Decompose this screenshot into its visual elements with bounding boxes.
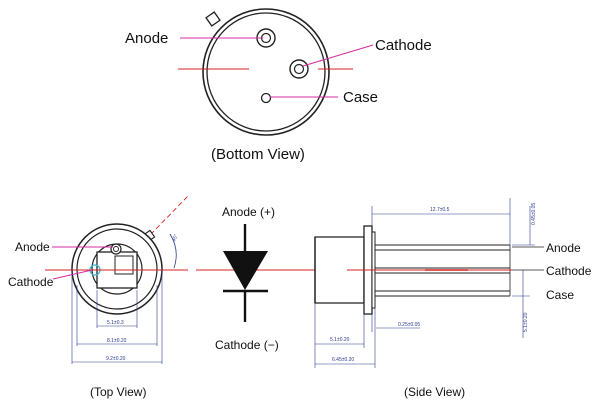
diode-symbol: Anode (+) Cathode (−) [196, 205, 320, 352]
side-lead-dia-dim: 0.45±0.05 [531, 203, 537, 225]
bottom-view-inner-ring [206, 12, 326, 132]
bottom-cathode-pin [289, 59, 309, 79]
top-view-inner-dim: 5.1±0.3 [107, 320, 124, 326]
symbol-cathode-label: Cathode (−) [215, 338, 279, 352]
side-anode-label: Anode [546, 241, 581, 255]
top-anode-label: Anode [15, 240, 50, 254]
top-cathode-label: Cathode [8, 275, 54, 289]
top-view-outer-dim: 9.2±0.20 [106, 356, 126, 362]
bottom-case-label: Case [343, 89, 378, 106]
top-view-inner-ring [76, 228, 158, 310]
top-cathode-leader [52, 269, 93, 280]
top-anode-bond-pad [110, 243, 122, 255]
side-cap-width-dim: 5.1±0.20 [330, 337, 350, 343]
photodiode-active-area [114, 255, 134, 275]
top-view: 45° Anode Cathode 5.1±0.3 8.1±0.20 9.2±0… [8, 195, 189, 399]
top-view-angle-dim: 45° [171, 234, 179, 243]
top-anode-bond-pad-core [113, 246, 119, 252]
bottom-view-tab [205, 11, 221, 27]
bottom-cathode-pin-core [293, 63, 305, 75]
symbol-triangle [223, 251, 268, 290]
bottom-anode-label: Anode [125, 30, 168, 47]
side-body-width-dim: 6.45±0.20 [332, 357, 354, 363]
bottom-view: Anode Cathode Case (Bottom View) [125, 8, 432, 163]
top-view-mid-dim: 8.1±0.20 [107, 338, 127, 344]
side-lead-length-dim: 12.7±0.5 [430, 207, 450, 213]
bottom-cathode-label: Cathode [375, 37, 432, 54]
bottom-view-outer-ring [202, 8, 330, 136]
symbol-anode-label: Anode (+) [222, 205, 275, 219]
top-view-angle-arc [169, 233, 177, 269]
side-pitch-dim: 5.1±0.20 [523, 312, 529, 332]
cathode-leader-line [302, 44, 374, 67]
bottom-case-pin [260, 92, 272, 104]
side-view-caption: (Side View) [404, 385, 465, 399]
side-view: Anode Cathode Case 12.7±0.5 0.45±0.05 5.… [314, 198, 592, 399]
side-flange-dim: 0.25±0.05 [398, 322, 420, 328]
side-case-label: Case [546, 288, 574, 302]
side-cathode-label: Cathode [546, 264, 592, 278]
top-view-caption: (Top View) [90, 385, 146, 399]
bottom-view-caption: (Bottom View) [211, 146, 305, 163]
